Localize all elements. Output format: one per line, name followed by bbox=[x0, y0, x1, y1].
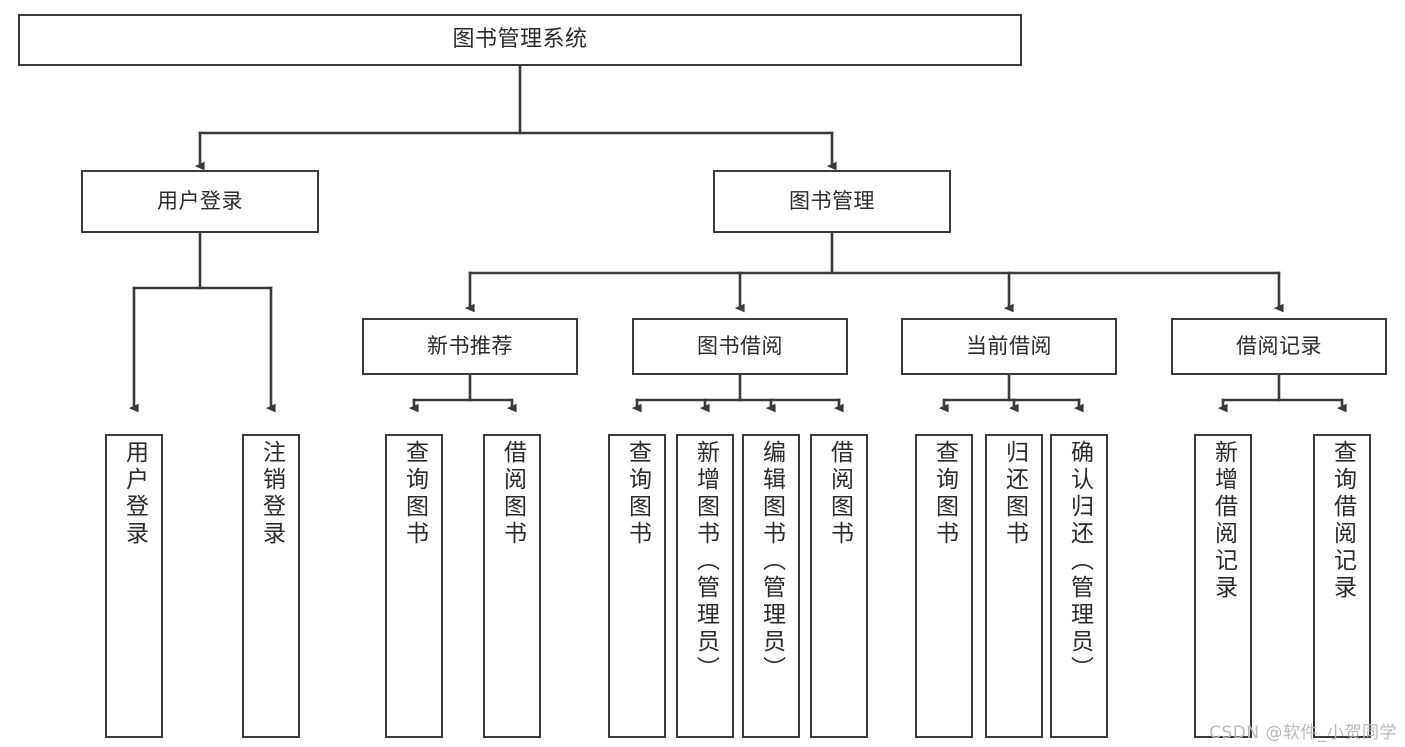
node-current-borrowing[interactable]: 当前借阅 bbox=[901, 318, 1117, 375]
leaf-confirm-return-admin[interactable]: 确认归还（管理员） bbox=[1050, 434, 1108, 738]
node-new-book-recommendation[interactable]: 新书推荐 bbox=[362, 318, 578, 375]
leaf-edit-book-admin[interactable]: 编辑图书（管理员） bbox=[742, 434, 800, 738]
node-borrowing-record[interactable]: 借阅记录 bbox=[1171, 318, 1387, 375]
leaf-query-books-new-recommend[interactable]: 查询图书 bbox=[385, 434, 443, 738]
node-label: 新增借阅记录 bbox=[1210, 440, 1237, 602]
node-book-management[interactable]: 图书管理 bbox=[713, 170, 951, 233]
leaf-logout[interactable]: 注销登录 bbox=[242, 434, 300, 738]
node-label: 查询图书 bbox=[624, 440, 651, 548]
node-label: 图书管理系统 bbox=[452, 26, 588, 52]
node-root-book-management-system[interactable]: 图书管理系统 bbox=[18, 14, 1022, 66]
node-label: 图书借阅 bbox=[697, 333, 783, 358]
node-label: 注销登录 bbox=[258, 440, 285, 548]
leaf-return-book[interactable]: 归还图书 bbox=[985, 434, 1043, 738]
node-label: 当前借阅 bbox=[966, 333, 1052, 358]
csdn-watermark: CSDN @软件_小贺同学 bbox=[1209, 723, 1397, 743]
node-label: 查询图书 bbox=[401, 440, 428, 548]
leaf-query-books-borrow[interactable]: 查询图书 bbox=[608, 434, 666, 738]
node-label: 借阅图书 bbox=[826, 440, 853, 548]
node-label: 查询借阅记录 bbox=[1329, 440, 1356, 602]
node-label: 图书管理 bbox=[789, 188, 875, 213]
leaf-query-borrow-record[interactable]: 查询借阅记录 bbox=[1313, 434, 1371, 738]
node-label: 用户登录 bbox=[157, 188, 243, 213]
node-book-borrowing[interactable]: 图书借阅 bbox=[632, 318, 848, 375]
leaf-borrow-books-new-recommend[interactable]: 借阅图书 bbox=[483, 434, 541, 738]
node-label: 归还图书 bbox=[1001, 440, 1028, 548]
node-user-login[interactable]: 用户登录 bbox=[81, 170, 319, 233]
node-label: 新书推荐 bbox=[427, 333, 513, 358]
leaf-add-book-admin[interactable]: 新增图书（管理员） bbox=[676, 434, 734, 738]
node-label: 编辑图书（管理员） bbox=[758, 440, 785, 683]
leaf-user-login[interactable]: 用户登录 bbox=[105, 434, 163, 738]
node-label: 新增图书（管理员） bbox=[692, 440, 719, 683]
node-label: 查询图书 bbox=[931, 440, 958, 548]
node-label: 确认归还（管理员） bbox=[1066, 440, 1093, 683]
leaf-add-borrow-record[interactable]: 新增借阅记录 bbox=[1194, 434, 1252, 738]
leaf-borrow-book[interactable]: 借阅图书 bbox=[810, 434, 868, 738]
node-label: 借阅图书 bbox=[499, 440, 526, 548]
node-label: 借阅记录 bbox=[1236, 333, 1322, 358]
leaf-query-books-current[interactable]: 查询图书 bbox=[915, 434, 973, 738]
node-label: 用户登录 bbox=[121, 440, 148, 548]
